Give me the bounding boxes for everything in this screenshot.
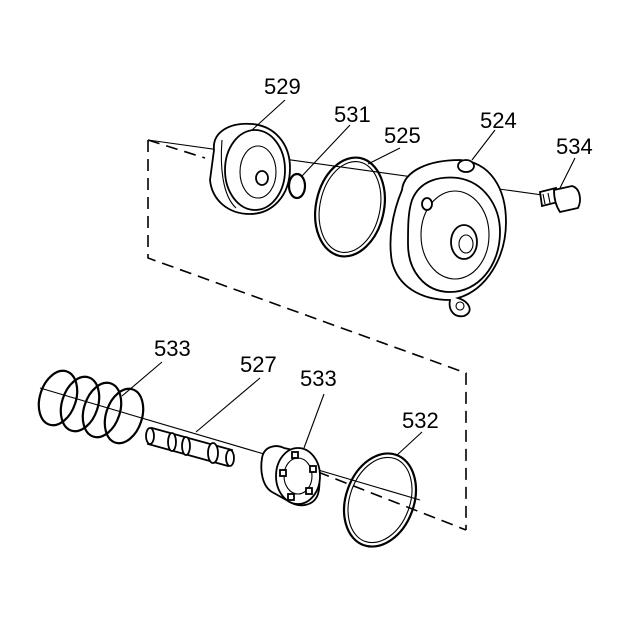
part-527-pin	[145, 426, 235, 468]
part-525-seal-ring	[314, 156, 386, 258]
part-534-bolt	[538, 185, 581, 214]
part-524-cover	[389, 159, 507, 318]
part-533-retainer	[260, 445, 321, 507]
callout-533-retainer: 533	[300, 366, 337, 391]
callout-532: 532	[402, 408, 439, 433]
part-529-piston	[209, 122, 291, 215]
lower-centerline	[39, 387, 421, 501]
part-531-snap-ring	[287, 172, 307, 200]
callout-527: 527	[240, 352, 277, 377]
leader-lines	[121, 99, 576, 457]
callout-524: 524	[480, 108, 517, 133]
part-532-snap-ring	[342, 452, 418, 548]
callout-529: 529	[264, 74, 301, 99]
callout-533-spring: 533	[154, 336, 191, 361]
callout-525: 525	[384, 123, 421, 148]
callout-534: 534	[556, 134, 593, 159]
part-533-spring	[37, 369, 145, 445]
assembly-boundary	[147, 139, 467, 531]
callout-531: 531	[334, 102, 371, 127]
